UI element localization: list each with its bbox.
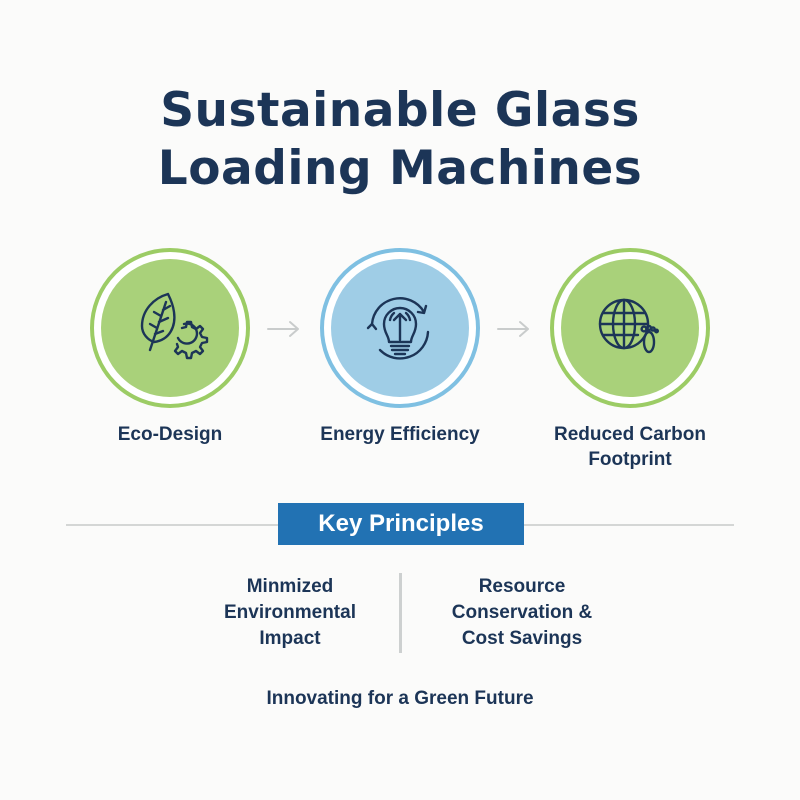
leaf-gear-icon	[140, 292, 209, 360]
divider-left	[66, 524, 278, 526]
step-reduced-carbon-footprint: Reduced Carbon Footprint	[530, 248, 730, 472]
principle-resource-conservation: Resource Conservation & Cost Savings	[451, 576, 593, 649]
eco-design-circle	[90, 248, 250, 408]
step-eco-design: Eco-Design	[70, 248, 270, 447]
step-energy-efficiency: Energy Efficiency	[300, 248, 500, 447]
energy-efficiency-circle	[320, 248, 480, 408]
step-label: Reduced Carbon Footprint	[553, 424, 707, 470]
carbon-footprint-circle	[550, 248, 710, 408]
page-title: Sustainable Glass Loading Machines	[0, 82, 800, 198]
divider-right	[524, 524, 734, 526]
arrow-right-icon	[497, 321, 529, 337]
principle-environmental-impact: Minmized Environmental Impact	[224, 576, 356, 649]
title-line-2: Loading Machines	[157, 141, 643, 196]
tagline: Innovating for a Green Future	[266, 688, 534, 709]
globe-footprint-icon	[598, 298, 659, 354]
lightbulb-cycle-icon	[366, 297, 430, 360]
principles-separator	[399, 573, 402, 653]
title-line-1: Sustainable Glass	[160, 83, 640, 138]
step-label: Eco-Design	[117, 424, 223, 445]
key-principles-heading: Key Principles	[278, 503, 524, 545]
arrow-right-icon	[267, 321, 299, 337]
step-label: Energy Efficiency	[320, 424, 480, 445]
